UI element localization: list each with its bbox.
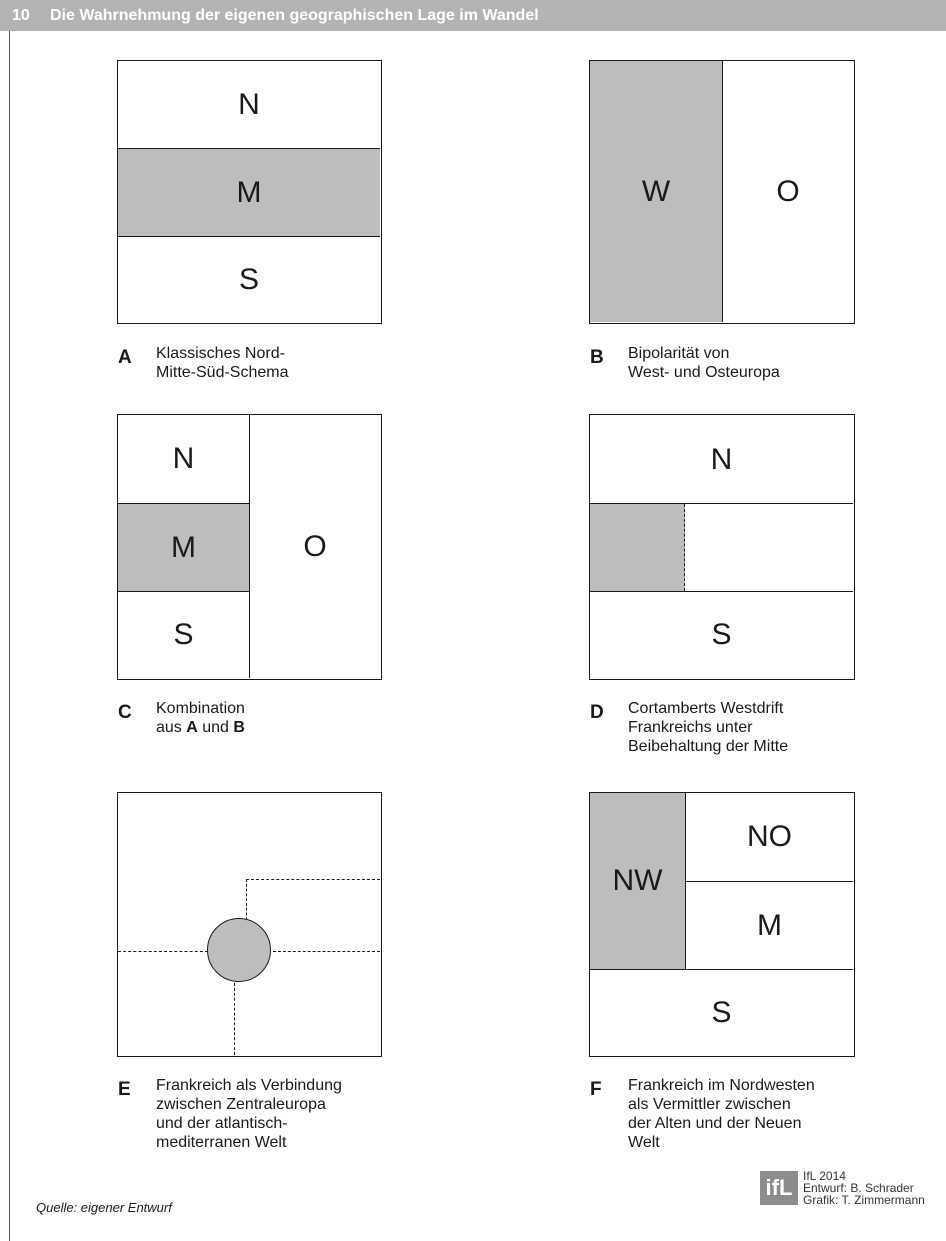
credit-line: Grafik: T. Zimmermann	[803, 1193, 925, 1207]
diagram-c-middle: M	[118, 504, 249, 592]
dashed-line-east	[273, 951, 380, 952]
caption-c: C Kombination aus A und B	[118, 699, 245, 737]
caption-letter: D	[590, 702, 604, 723]
source-note: Quelle: eigener Entwurf	[36, 1200, 172, 1215]
caption-text: Kombination aus A und B	[156, 699, 245, 737]
diagram-a-middle: M	[118, 149, 380, 237]
diagram-c-north: N	[172, 442, 195, 475]
diagram-f-northeast: NO	[747, 820, 792, 853]
dashed-line-northeast	[246, 879, 380, 880]
divider	[722, 61, 723, 322]
divider	[118, 236, 380, 237]
page-header: 10 Die Wahrnehmung der eigenen geographis…	[0, 0, 946, 31]
diagram-b-east: O	[776, 174, 800, 208]
caption-letter: F	[590, 1079, 602, 1100]
diagram-d-south: S	[711, 618, 732, 651]
ifl-logo: ifL	[760, 1171, 798, 1205]
caption-letter: A	[118, 347, 132, 368]
divider	[118, 591, 249, 592]
dashed-divider	[684, 504, 685, 591]
credit-line: Entwurf: B. Schrader	[803, 1181, 914, 1195]
caption-a: A Klassisches Nord- Mitte-Süd-Schema	[118, 344, 289, 382]
caption-letter: E	[118, 1079, 131, 1100]
diagram-a-south: S	[238, 262, 259, 296]
divider	[590, 503, 853, 504]
diagram-d-north: N	[710, 442, 733, 476]
diagram-a: N M S	[117, 60, 382, 324]
caption-ref-b: B	[233, 719, 245, 736]
page-title: Die Wahrnehmung der eigenen geographisch…	[50, 7, 539, 24]
divider	[249, 415, 250, 678]
caption-text: Bipolarität von West- und Osteuropa	[628, 345, 780, 381]
caption-letter: B	[590, 347, 604, 368]
dashed-line-west	[118, 951, 208, 952]
diagram-b: W O	[589, 60, 855, 324]
dashed-line-north	[246, 879, 247, 925]
divider	[685, 881, 853, 882]
dashed-line-south	[234, 983, 235, 1055]
diagram-f-middle: M	[757, 908, 782, 942]
diagram-d-shaded-west	[590, 504, 685, 592]
caption-text: Klassisches Nord- Mitte-Süd-Schema	[156, 345, 289, 381]
diagram-c-south: S	[173, 618, 194, 651]
caption-f: F Frankreich im Nordwesten als Vermittle…	[590, 1076, 815, 1152]
diagram-f-northwest: NW	[590, 793, 685, 969]
caption-e: E Frankreich als Verbindung zwischen Zen…	[118, 1076, 342, 1152]
caption-letter: C	[118, 702, 132, 723]
diagram-a-north: N	[238, 88, 260, 121]
caption-text: Frankreich im Nordwesten als Vermittler …	[628, 1077, 815, 1151]
credit-line: IfL 2014	[803, 1169, 846, 1183]
diagram-b-west: W	[590, 61, 722, 322]
left-margin-rule	[9, 31, 10, 1241]
caption-text-mid: und	[197, 719, 234, 736]
diagram-f: NW NO M S	[589, 792, 855, 1057]
caption-text: Cortamberts Westdrift Frankreichs unter …	[628, 700, 789, 755]
center-circle	[207, 918, 271, 982]
caption-b: B Bipolarität von West- und Osteuropa	[590, 344, 780, 382]
caption-text: Frankreich als Verbindung zwischen Zentr…	[156, 1077, 342, 1151]
figure-number: 10	[12, 7, 30, 24]
caption-d: D Cortamberts Westdrift Frankreichs unte…	[590, 699, 788, 756]
diagram-c: N M S O	[117, 414, 382, 680]
divider	[118, 148, 380, 149]
diagram-d: N S	[589, 414, 855, 680]
caption-ref-a: A	[186, 719, 198, 736]
divider	[590, 969, 853, 970]
caption-text-prefix: Kombination aus	[156, 700, 245, 736]
divider	[118, 503, 249, 504]
diagram-c-east: O	[303, 529, 327, 563]
diagram-e	[117, 792, 382, 1057]
diagram-f-south: S	[711, 995, 732, 1029]
divider	[590, 591, 853, 592]
credits: IfL 2014 Entwurf: B. Schrader Grafik: T.…	[803, 1170, 925, 1206]
